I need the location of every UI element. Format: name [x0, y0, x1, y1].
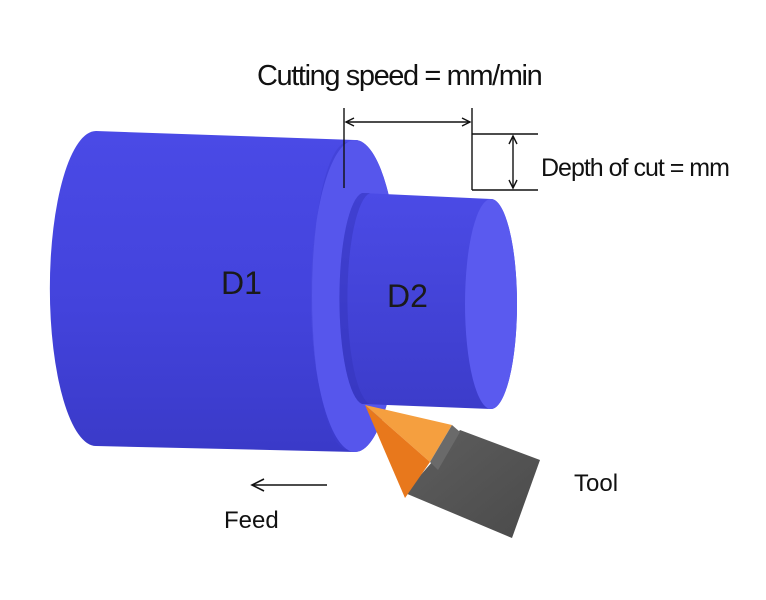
feed-label: Feed — [224, 507, 279, 534]
depth-of-cut-label: Depth of cut = mm — [541, 154, 729, 182]
cutting-speed-dimension — [343, 108, 473, 190]
d1-label: D1 — [221, 265, 262, 301]
cutting-tool — [365, 405, 540, 538]
feed-arrow — [250, 478, 327, 492]
depth-of-cut-dimension — [472, 133, 538, 191]
tool-flank-face — [365, 405, 430, 498]
d2-shoulder-shade — [339, 193, 370, 404]
tool-label: Tool — [574, 470, 618, 497]
tool-rake-face — [365, 405, 452, 462]
tool-top-edge — [430, 425, 460, 470]
d1-body — [49, 131, 400, 452]
d2-end-face — [465, 199, 517, 409]
workpiece-d2 — [339, 193, 517, 409]
d2-label: D2 — [387, 278, 428, 314]
cutting-speed-label: Cutting speed = mm/min — [257, 60, 542, 92]
